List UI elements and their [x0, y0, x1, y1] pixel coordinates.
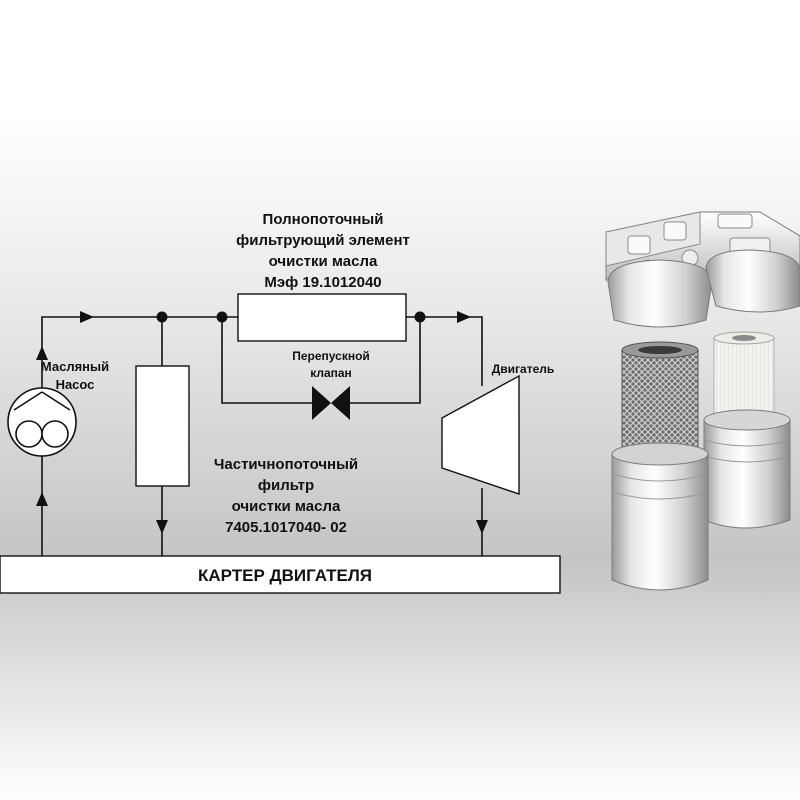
junction-dots — [156, 311, 426, 323]
full-flow-filter-line4: Мэф 19.1012040 — [264, 274, 381, 291]
full-flow-filter-line3: очистки масла — [269, 253, 378, 270]
filter-cap-left — [607, 259, 713, 328]
filter-canister-right — [703, 409, 791, 529]
crankcase-label: КАРТЕР ДВИГАТЕЛЯ — [198, 566, 372, 585]
partial-flow-filter-label: Частичнопоточный фильтр очистки масла 74… — [214, 456, 358, 536]
oil-pump-icon — [7, 387, 77, 457]
flow-lines — [41, 316, 483, 556]
bypass-valve-label-line2: клапан — [310, 366, 352, 380]
engine-icon — [441, 374, 520, 495]
arrow-right-1 — [80, 311, 94, 323]
crankcase-bar — [0, 555, 561, 594]
junction-dot — [156, 311, 168, 323]
bypass-valve-icon — [312, 386, 350, 420]
partial-flow-filter-box — [135, 365, 190, 487]
arrow-right-2 — [457, 311, 471, 323]
flow-arrows — [36, 311, 488, 534]
junction-dot — [414, 311, 426, 323]
filter-outlet-line — [406, 316, 483, 386]
full-flow-filter-line1: Полнопоточный — [263, 211, 384, 228]
partial-flow-filter-line1: Частичнопоточный — [214, 456, 358, 473]
arrow-up-pump-out — [36, 346, 48, 360]
arrow-down-partial — [156, 520, 168, 534]
arrow-down-engine — [476, 520, 488, 534]
arrow-up-pump-in — [36, 492, 48, 506]
partial-flow-filter-line4: 7405.1017040- 02 — [225, 519, 347, 536]
pump-outlet-line — [41, 316, 238, 392]
full-flow-filter-line2: фильтрующий элемент — [236, 232, 410, 249]
pump-label-line1: Масляный — [41, 359, 109, 374]
partial-flow-filter-line2: фильтр — [258, 477, 314, 494]
junction-dot — [216, 311, 228, 323]
filter-canister-left — [611, 442, 709, 591]
pump-label-line2: Насос — [56, 377, 95, 392]
partial-flow-filter-line3: очистки масла — [232, 498, 341, 515]
engine-label: Двигатель — [492, 362, 555, 376]
full-flow-filter-box — [237, 293, 407, 342]
full-flow-filter-label: Полнопоточный фильтрующий элемент очистк… — [236, 211, 410, 291]
bypass-line — [221, 317, 421, 404]
filter-assembly-illustration — [605, 211, 800, 591]
bypass-valve-label-line1: Перепускной — [292, 349, 370, 363]
filter-cap-right — [705, 249, 800, 313]
